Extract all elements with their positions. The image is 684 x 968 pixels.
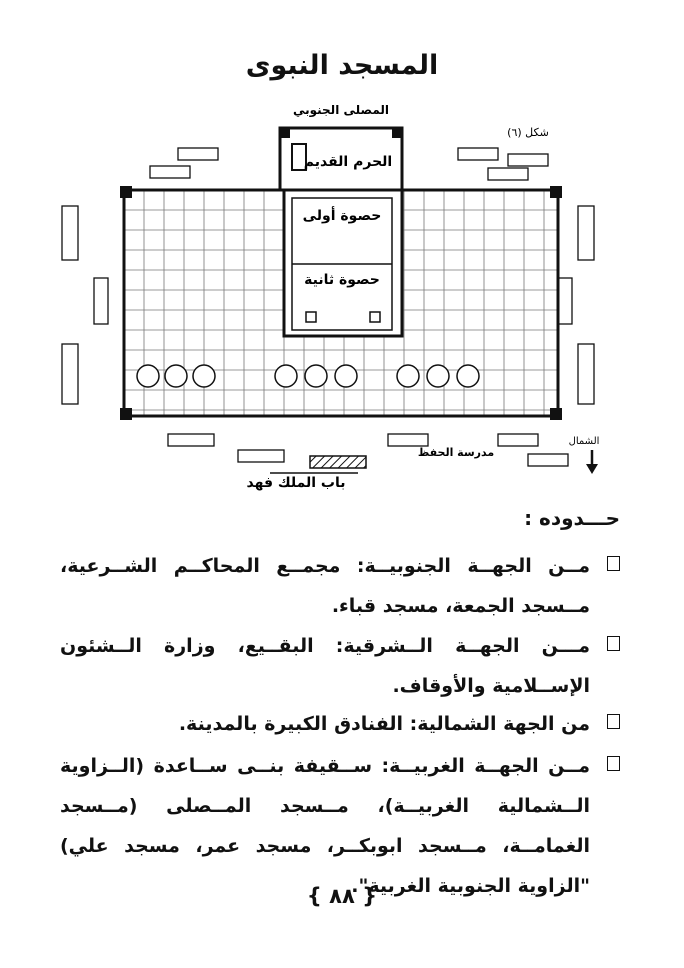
plan-label-courtyard-2: حصوة ثانية: [304, 272, 380, 288]
umbrella-circle: [274, 364, 298, 388]
checkbox-icon: [607, 756, 620, 771]
checkbox-icon: [607, 636, 620, 651]
umbrella-circle: [164, 364, 188, 388]
minaret-nw: [120, 186, 132, 198]
courtyard-marker-1: [305, 311, 317, 323]
boundary-item-west: مــن الجهــة الغربيــة: ســقيفة بنــى سـ…: [60, 746, 620, 906]
section-heading: حـــدوده :: [524, 506, 620, 530]
gate-label-box: [577, 343, 595, 405]
gate-label-box: [167, 433, 215, 447]
minaret-se: [550, 408, 562, 420]
gate-label-box: [577, 205, 595, 261]
minaret-haram-1: [280, 128, 290, 138]
checkbox-icon: [607, 714, 620, 729]
figure-label: شكل (٦): [507, 126, 549, 139]
plan-label-north: الشمال: [569, 436, 600, 447]
boundary-text: مـــن الجهــة الــشرقية: البقــيع، وزارة…: [60, 635, 590, 697]
plan-label-old-haram: الحرم القديم: [304, 154, 392, 170]
courtyards-block: [282, 188, 404, 338]
gate-label-box: [149, 165, 191, 179]
north-arrow-icon: [586, 450, 598, 474]
minaret-haram-2: [392, 128, 402, 138]
umbrella-circle: [192, 364, 216, 388]
gate-label-boxes: [61, 147, 595, 467]
gate-label-box: [387, 433, 429, 447]
boundary-item-north: من الجهة الشمالية: الفنادق الكبيرة بالمد…: [60, 704, 620, 744]
plan-label-courtyard-1: حصوة أولى: [303, 206, 382, 224]
gate-label-box: [177, 147, 219, 161]
umbrella-circle: [396, 364, 420, 388]
boundary-item-east: مـــن الجهــة الــشرقية: البقــيع، وزارة…: [60, 626, 620, 706]
old-haram-block: [278, 126, 404, 192]
floor-plan-drawing: المصلى الجنوبي الحرم القديم حصوة أولى حص…: [61, 103, 600, 491]
checkbox-icon: [607, 556, 620, 571]
page-title: المسجد النبوى: [245, 50, 439, 81]
plan-label-bottom-note: مدرسة الحفظ: [418, 446, 494, 459]
gate-label-box: [61, 343, 79, 405]
umbrella-circle: [426, 364, 450, 388]
gate-label-box: [507, 153, 549, 167]
prophet-chamber: [291, 143, 307, 171]
umbrella-circle: [334, 364, 358, 388]
plan-label-top: المصلى الجنوبي: [293, 103, 389, 118]
gate-label-box: [457, 147, 499, 161]
gate-label-box: [237, 449, 285, 463]
gate-label-box: [497, 433, 539, 447]
umbrella-circle: [136, 364, 160, 388]
courtyard-marker-2: [369, 311, 381, 323]
boundary-item-south: مــن الجهــة الجنوبيــة: مجمــع المحاكــ…: [60, 546, 620, 626]
gate-label-box: [557, 277, 573, 325]
plan-label-bottom-gate: باب الملك فهد: [246, 475, 345, 491]
gate-label-box: [93, 277, 109, 325]
mosque-floor-plan: المصلى الجنوبي الحرم القديم حصوة أولى حص…: [58, 94, 624, 494]
gate-label-box: [527, 453, 569, 467]
boundary-text: مــن الجهــة الجنوبيــة: مجمــع المحاكــ…: [60, 555, 590, 617]
umbrella-circle: [304, 364, 328, 388]
umbrella-circle: [456, 364, 480, 388]
boundary-text: من الجهة الشمالية: الفنادق الكبيرة بالمد…: [178, 713, 590, 735]
boundary-text: مــن الجهــة الغربيــة: ســقيفة بنــى سـ…: [60, 755, 590, 897]
page-number: { ٨٨ }: [306, 884, 378, 908]
minaret-ne: [550, 186, 562, 198]
king-fahd-gate-mark: [309, 455, 367, 469]
minaret-sw: [120, 408, 132, 420]
umbrella-circles: [136, 364, 480, 388]
gate-label-box: [487, 167, 529, 181]
gate-label-box: [61, 205, 79, 261]
